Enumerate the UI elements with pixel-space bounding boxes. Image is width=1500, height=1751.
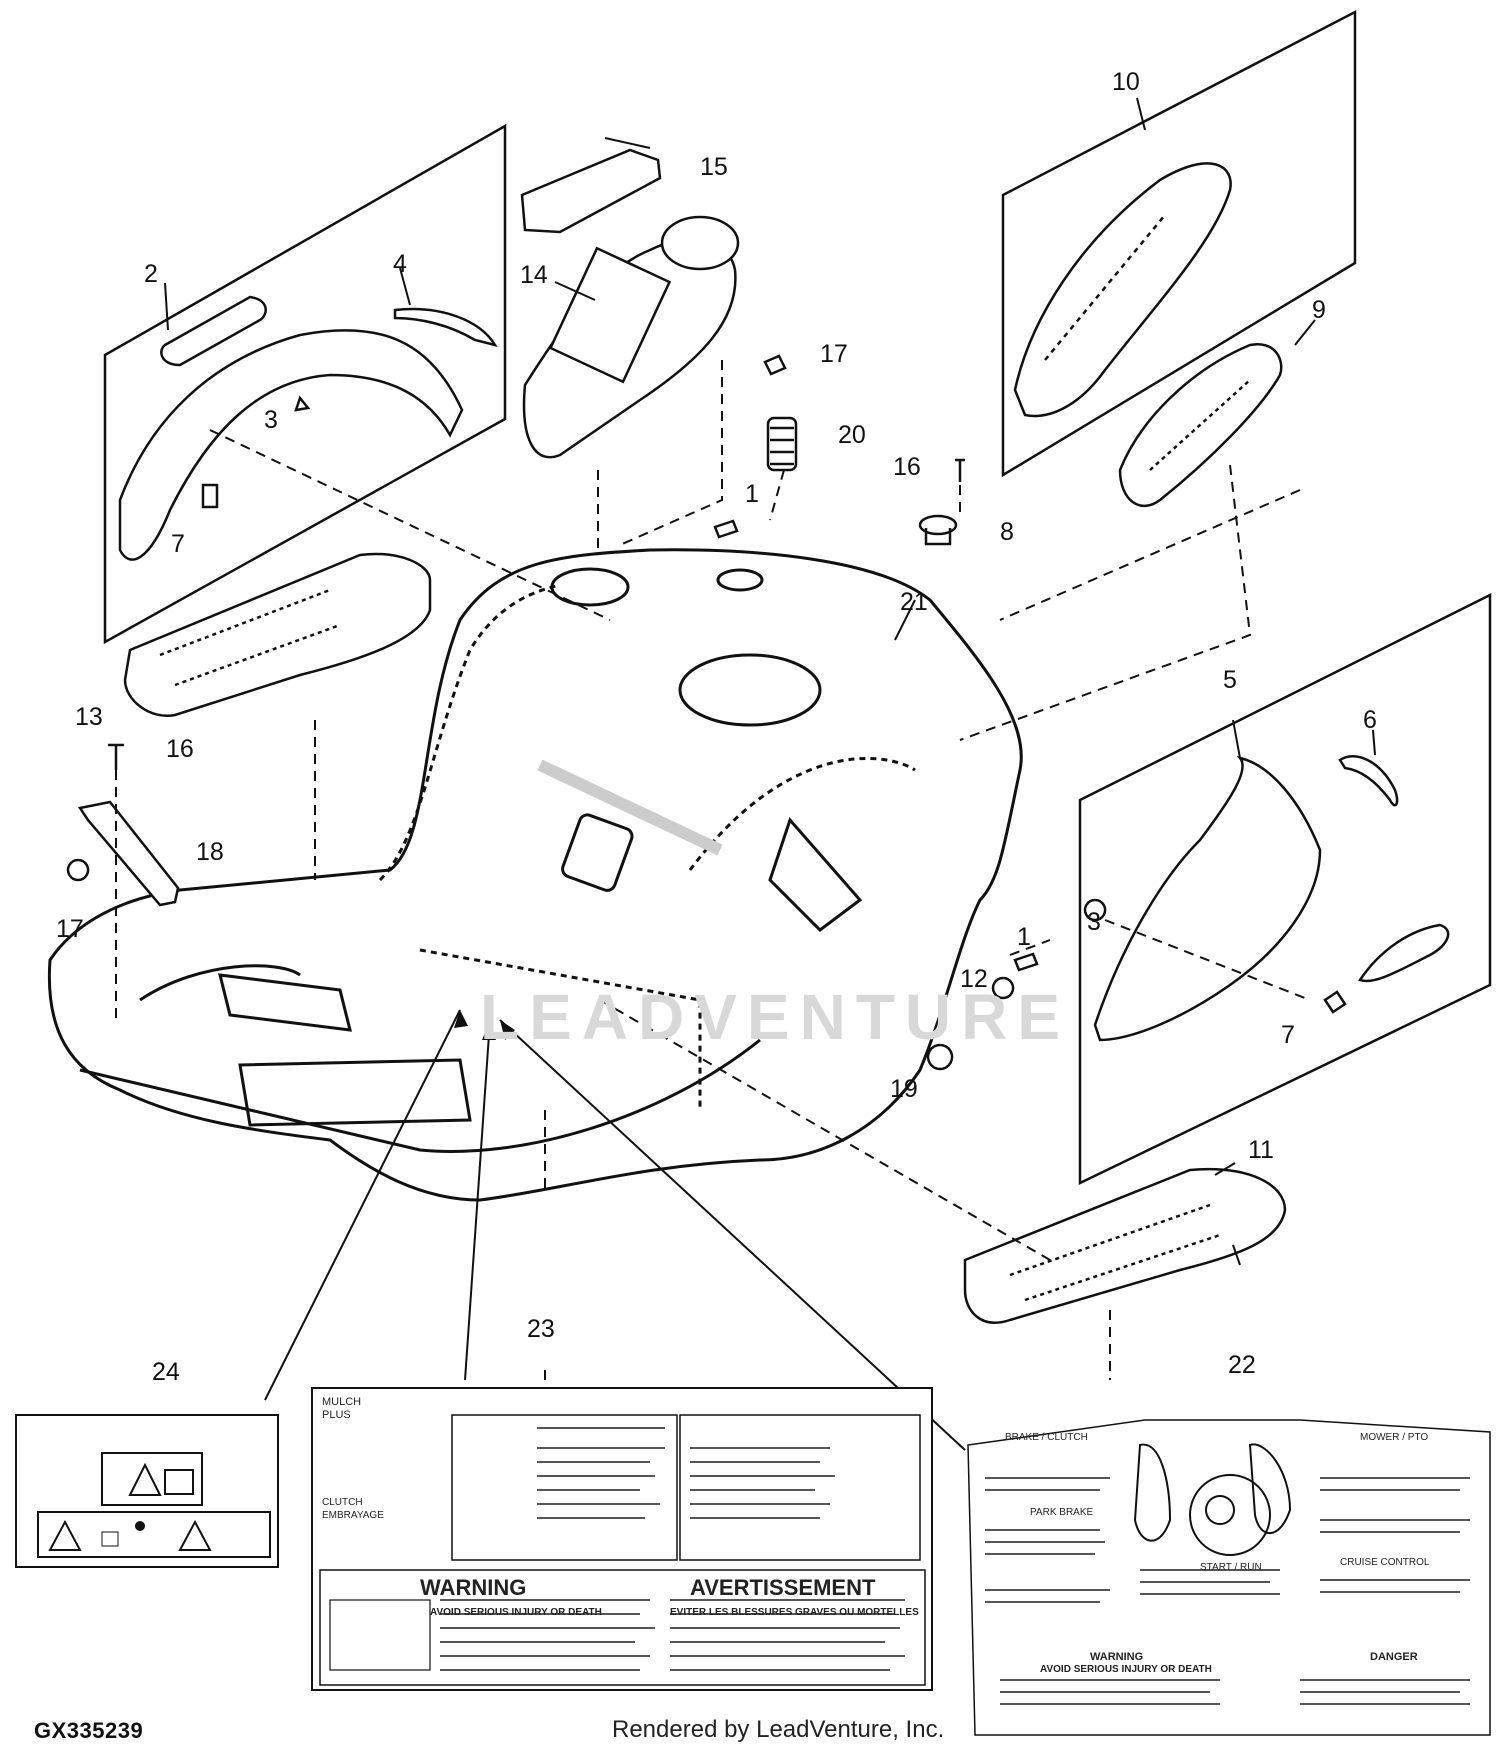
part-3-nut-right	[1083, 898, 1107, 922]
console-parts	[520, 148, 740, 459]
panel-right-fender	[1078, 592, 1492, 1185]
left-fender-parts	[118, 295, 498, 561]
callout-1-right: 1	[1017, 923, 1031, 951]
hardware	[66, 354, 1039, 1071]
left-fender	[118, 329, 464, 561]
decal22-cruise-control: CRUISE CONTROL	[1340, 1557, 1430, 1568]
callout-9: 9	[1312, 296, 1326, 324]
callout-20: 20	[838, 421, 866, 449]
callout-4: 4	[393, 250, 407, 278]
part-20-spring	[766, 416, 798, 472]
callout-6: 6	[1363, 706, 1377, 734]
callout-1-top: 1	[745, 480, 759, 508]
part-15	[520, 148, 662, 234]
callout-14: 14	[520, 261, 548, 289]
callout-16-left: 16	[166, 735, 194, 763]
part-18-bracket	[77, 800, 180, 907]
decal22-danger: DANGER	[1370, 1651, 1418, 1663]
callout-24: 24	[152, 1358, 180, 1386]
callout-13: 13	[75, 703, 103, 731]
callout-7-right: 7	[1281, 1021, 1295, 1049]
footrest-mat-part-13	[123, 552, 432, 718]
render-credit: Rendered by LeadVenture, Inc.	[612, 1716, 945, 1743]
callout-15: 15	[700, 153, 728, 181]
part-19	[926, 1043, 954, 1071]
callout-2: 2	[144, 260, 158, 288]
decal22-park-brake: PARK BRAKE	[1030, 1507, 1093, 1518]
decal23-warning: WARNING	[420, 1575, 526, 1600]
callout-21: 21	[900, 588, 928, 616]
callout-10: 10	[1112, 68, 1140, 96]
decal-part-23: MULCH PLUS CLUTCH EMBRAYAGE WARNING AVER…	[311, 1387, 933, 1691]
watermark-text: LEADVENTURE	[480, 981, 1071, 1053]
callout-7-left: 7	[171, 530, 185, 558]
part-7-clip-right	[1323, 990, 1347, 1014]
right-fender-parts	[1083, 755, 1450, 1042]
decal22-warning: WARNING	[1090, 1651, 1143, 1663]
part-5-handle	[1358, 923, 1450, 983]
dash-parts	[1013, 162, 1283, 507]
decal23-avoid: AVOID SERIOUS INJURY OR DEATH	[430, 1607, 602, 1618]
part-17-left	[66, 858, 90, 882]
footrest-mat-part-11	[963, 1168, 1287, 1324]
decal23-mulch: MULCH	[322, 1396, 361, 1408]
decal23-eviter: EVITER LES BLESSURES GRAVES OU MORTELLES	[670, 1607, 919, 1618]
main-body-part-21	[47, 548, 1023, 1202]
part-16-left	[108, 743, 124, 770]
callout-22: 22	[1228, 1351, 1256, 1379]
decal22-mower-pto: MOWER / PTO	[1360, 1432, 1428, 1443]
part-7-clip-left	[201, 483, 219, 509]
part-1-right	[1013, 952, 1039, 972]
callout-23: 23	[527, 1315, 555, 1343]
callout-17-left: 17	[56, 915, 84, 943]
callout-11: 11	[1248, 1136, 1274, 1164]
part-1-top	[713, 519, 739, 539]
callout-19: 19	[890, 1075, 918, 1103]
decal22-start-run: START / RUN	[1200, 1562, 1262, 1573]
part-6	[1338, 755, 1399, 807]
callout-17-top: 17	[820, 340, 848, 368]
panel-console	[1001, 9, 1357, 478]
part-16-right	[955, 458, 965, 482]
part-4	[393, 307, 498, 347]
decal23-avertissement: AVERTISSEMENT	[690, 1575, 876, 1600]
panel-left-fender	[103, 123, 507, 645]
decal23-embrayage: EMBRAYAGE	[322, 1510, 384, 1521]
figure-id: GX335239	[34, 1718, 144, 1743]
callout-5: 5	[1223, 666, 1237, 694]
callout-16-right: 16	[893, 453, 921, 481]
callout-numbers: 1 1 2 3 3 4 5 6 7 7 8 9 10 11 12 13 14 1…	[56, 68, 1377, 1386]
callout-12: 12	[960, 965, 988, 993]
part-10	[1013, 162, 1232, 418]
decal23-plus: PLUS	[322, 1409, 351, 1421]
callout-3-left: 3	[264, 406, 278, 434]
part-2	[160, 295, 267, 367]
callout-8: 8	[1000, 518, 1014, 546]
decal-part-22: BRAKE / CLUTCH PARK BRAKE MOWER / PTO ST…	[967, 1419, 1491, 1736]
decal22-brake-clutch: BRAKE / CLUTCH	[1005, 1432, 1088, 1443]
decal23-clutch: CLUTCH	[322, 1497, 363, 1508]
part-17-top	[763, 354, 787, 376]
callout-18: 18	[196, 838, 224, 866]
decal-part-24	[15, 1414, 279, 1568]
part-12	[991, 976, 1015, 1000]
right-fender	[1093, 755, 1322, 1042]
part-8	[918, 514, 958, 546]
decal22-avoid: AVOID SERIOUS INJURY OR DEATH	[1040, 1664, 1212, 1675]
callout-3-right: 3	[1087, 908, 1101, 936]
part-3-nut-left	[294, 395, 311, 412]
